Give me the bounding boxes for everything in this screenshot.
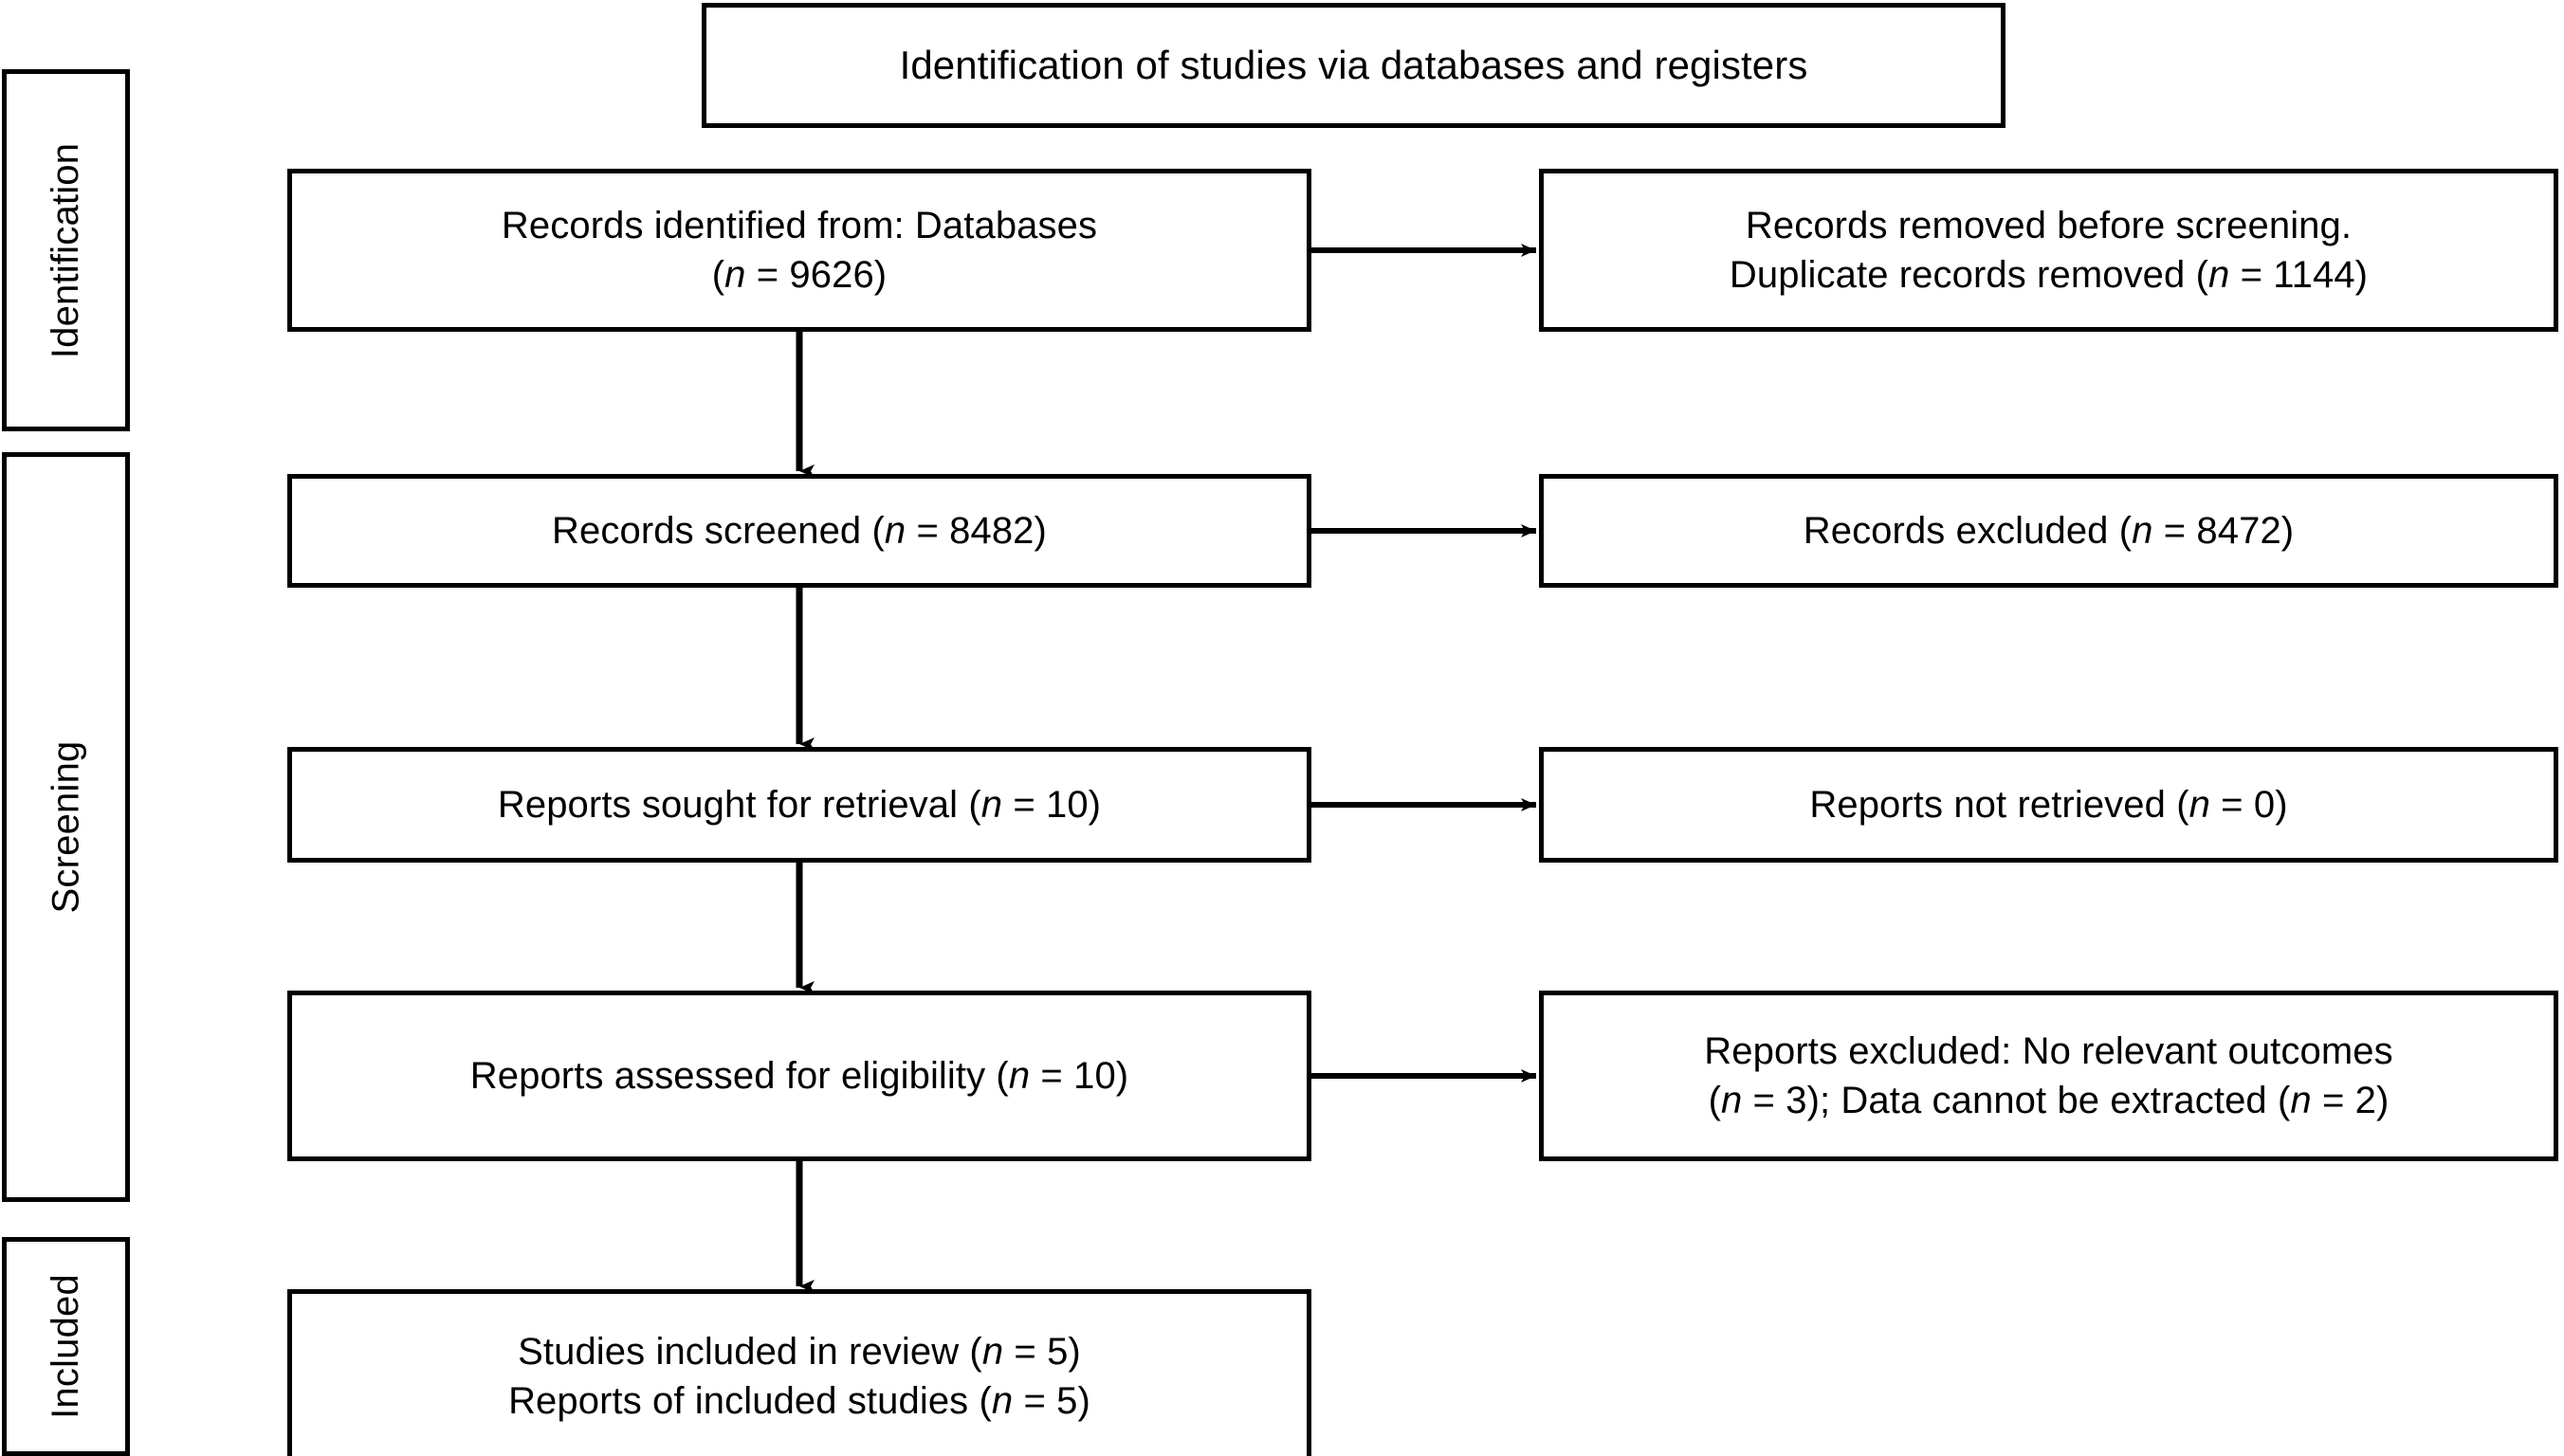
node-reports-not-retrieved: Reports not retrieved (n = 0) [1539,747,2558,863]
stage-label-identification-text: Identification [45,142,87,358]
node-records-identified-line-2: (n = 9626) [711,254,888,296]
node-reports-assessed-line-1: Reports assessed for eligibility (n = 10… [469,1055,1129,1097]
node-studies-included-line-1: Studies included in review (n = 5) [518,1330,1081,1373]
node-reports-sought: Reports sought for retrieval (n = 10) [287,747,1311,863]
stage-label-identification: Identification [2,69,130,431]
node-records-removed-line-2: Duplicate records removed (n = 1144) [1729,254,2369,296]
node-records-excluded: Records excluded (n = 8472) [1539,474,2558,588]
stage-label-screening-text: Screening [45,740,87,914]
node-reports-excluded-line-1: Reports excluded: No relevant outcomes [1704,1030,2393,1072]
stage-label-included: Included [2,1237,130,1456]
node-reports-excluded: Reports excluded: No relevant outcomes (… [1539,991,2558,1161]
node-studies-included: Studies included in review (n = 5) Repor… [287,1289,1311,1456]
diagram-title-box: Identification of studies via databases … [702,3,2005,128]
node-records-screened-line-1: Records screened (n = 8482) [552,510,1047,552]
node-records-excluded-line-1: Records excluded (n = 8472) [1803,510,2295,552]
node-reports-assessed: Reports assessed for eligibility (n = 10… [287,991,1311,1161]
node-records-removed: Records removed before screening. Duplic… [1539,169,2558,332]
stage-label-included-text: Included [45,1274,86,1419]
node-reports-not-retrieved-line-1: Reports not retrieved (n = 0) [1809,784,2288,826]
node-records-screened: Records screened (n = 8482) [287,474,1311,588]
node-records-identified-line-1: Records identified from: Databases [501,205,1098,246]
diagram-title-text: Identification of studies via databases … [899,42,1808,87]
node-reports-sought-line-1: Reports sought for retrieval (n = 10) [497,784,1102,826]
node-reports-excluded-line-2: (n = 3); Data cannot be extracted (n = 2… [1708,1080,2390,1121]
stage-label-screening: Screening [2,452,130,1202]
node-records-identified: Records identified from: Databases (n = … [287,169,1311,332]
node-records-removed-line-1: Records removed before screening. [1745,205,2353,246]
node-studies-included-line-2: Reports of included studies (n = 5) [508,1379,1090,1422]
